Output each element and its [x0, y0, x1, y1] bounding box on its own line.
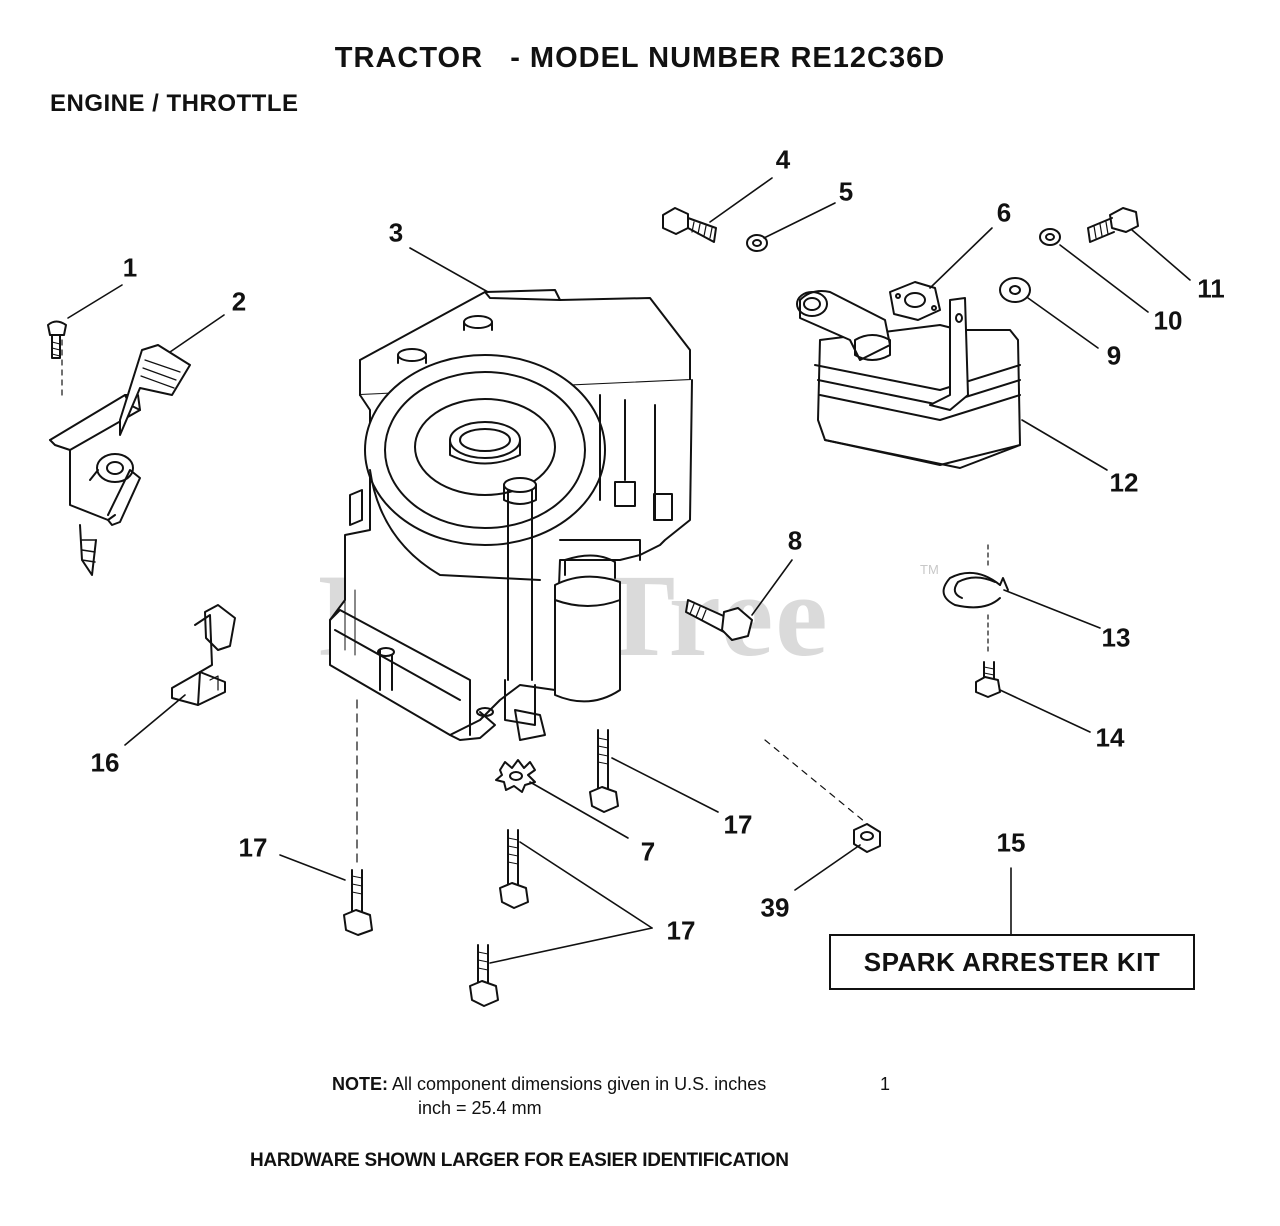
watermark-tm: TM — [920, 562, 939, 577]
screw-part-14 — [975, 661, 1001, 698]
section-subtitle: ENGINE / THROTTLE — [50, 90, 299, 117]
callout-2: 2 — [231, 286, 247, 317]
bracket-part-16 — [171, 604, 236, 706]
note-prefix: NOTE: — [332, 1074, 388, 1094]
spark-arrester-part-13 — [942, 544, 1009, 656]
nut-part-39 — [764, 739, 881, 853]
callout-1: 1 — [122, 252, 138, 283]
engine-part-3 — [329, 289, 693, 741]
lockwasher-part-10 — [1039, 228, 1061, 246]
dimension-note: NOTE: All component dimensions given in … — [332, 1074, 890, 1118]
callout-39: 39 — [760, 892, 790, 923]
callout-8: 8 — [787, 525, 803, 556]
spark-arrester-kit-box: SPARK ARRESTER KIT — [829, 934, 1195, 990]
callout-17-bottom: 17 — [666, 915, 696, 946]
leader-lines — [67, 177, 1191, 964]
callout-11: 11 — [1197, 273, 1225, 304]
callout-17-right: 17 — [723, 809, 753, 840]
star-washer-part-7 — [495, 759, 536, 793]
throttle-control-part-2 — [47, 320, 191, 576]
note-line-1: All component dimensions given in U.S. i… — [392, 1074, 767, 1094]
callout-6: 6 — [996, 197, 1012, 228]
muffler-part-12 — [796, 290, 1021, 469]
bolt-part-17-d — [589, 729, 619, 813]
callout-9: 9 — [1106, 340, 1122, 371]
page-title: TRACTOR - MODEL NUMBER RE12C36D — [334, 42, 946, 74]
gasket-part-6 — [889, 281, 941, 321]
callout-13: 13 — [1101, 622, 1131, 653]
callout-14: 14 — [1095, 722, 1125, 753]
spark-arrester-kit-label: SPARK ARRESTER KIT — [863, 946, 1161, 977]
callout-15: 15 — [996, 827, 1026, 858]
callout-5: 5 — [838, 176, 854, 207]
note-one: 1 — [880, 1074, 891, 1094]
bolt-part-17-c — [469, 944, 499, 1007]
bolt-part-17-b — [499, 829, 529, 909]
bolt-part-11 — [1087, 207, 1139, 243]
bolt-part-4 — [662, 207, 717, 243]
footer-note: HARDWARE SHOWN LARGER FOR EASIER IDENTIF… — [250, 1150, 789, 1171]
flat-washer-part-9 — [999, 277, 1031, 303]
bolt-part-17-a — [343, 699, 373, 936]
callout-16: 16 — [90, 747, 120, 778]
callout-10: 10 — [1153, 305, 1183, 336]
callout-7: 7 — [640, 836, 656, 867]
bolt-part-8 — [685, 599, 753, 641]
callout-3: 3 — [388, 217, 404, 248]
callout-4: 4 — [775, 144, 791, 175]
callout-17-left: 17 — [238, 832, 268, 863]
note-line-2: inch = 25.4 mm — [418, 1098, 542, 1118]
callout-12: 12 — [1109, 467, 1139, 498]
lockwasher-part-5 — [746, 234, 768, 252]
